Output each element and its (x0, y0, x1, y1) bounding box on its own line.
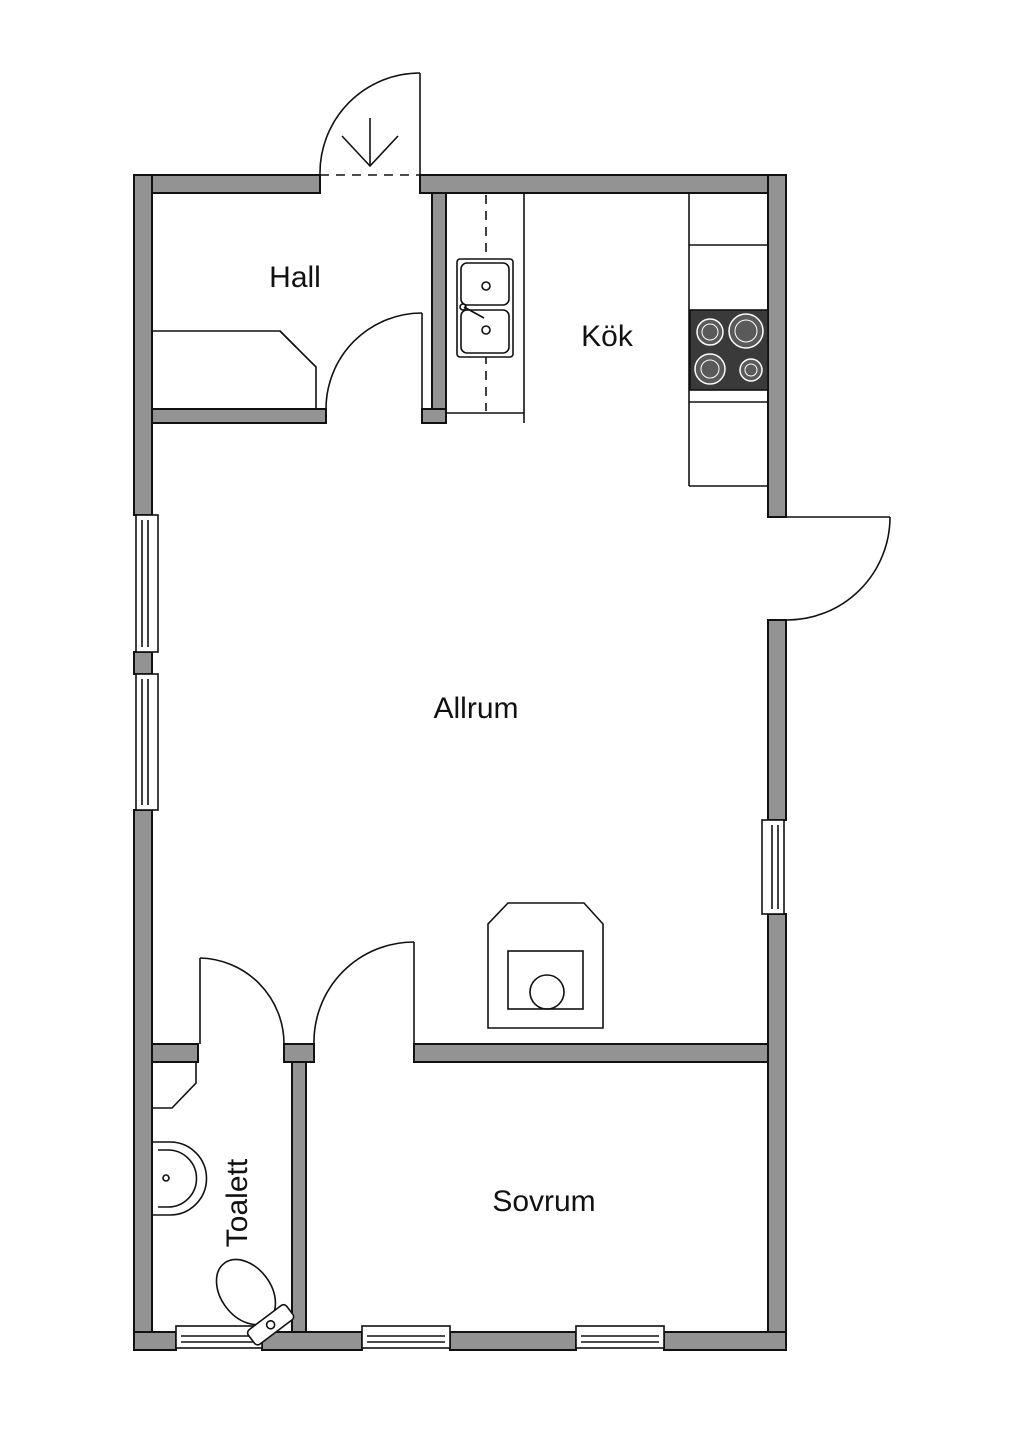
walls (133, 174, 787, 1351)
hall-door (325, 312, 423, 410)
window-left-upper (135, 514, 159, 653)
wall-right-1 (767, 174, 787, 518)
room-label-toalett: Toalett (221, 1158, 254, 1247)
wall-hall-kitchen (431, 192, 447, 424)
wall-toilet-bedroom (291, 1061, 307, 1333)
windows (135, 514, 785, 1349)
wall-stub-left (151, 1043, 199, 1063)
kitchen-counter-left (446, 193, 525, 423)
room-label-kok: Kök (581, 320, 634, 353)
wall-left-2 (133, 651, 153, 675)
wall-bottom-1 (133, 1331, 177, 1351)
window-right (761, 819, 785, 915)
wall-bottom-2 (261, 1331, 363, 1351)
wall-stub-mid (283, 1043, 315, 1063)
window-left-lower (135, 673, 159, 811)
toilet-corner-shelf (152, 1062, 197, 1109)
toilet-door (199, 957, 285, 1045)
wall-top-right (419, 174, 787, 194)
window-bottom-bedroom-2 (575, 1325, 665, 1349)
wall-right-2 (767, 619, 787, 821)
wall-bottom-3 (449, 1331, 577, 1351)
wall-top-left (133, 174, 321, 194)
room-label-allrum: Allrum (433, 692, 518, 725)
wall-bottom-4 (663, 1331, 787, 1351)
kitchen-counter-right (688, 193, 769, 487)
wall-hall-kitchen-foot (421, 408, 447, 424)
wall-left-3 (133, 809, 153, 1351)
fireplace-icon (487, 902, 604, 1029)
wall-right-3 (767, 913, 787, 1351)
entry-arrow-icon (341, 118, 399, 168)
wall-hall-bottom (151, 408, 327, 424)
window-bottom-bedroom-1 (361, 1325, 451, 1349)
washbasin-icon (152, 1141, 208, 1216)
room-label-sovrum: Sovrum (492, 1185, 595, 1218)
room-label-hall: Hall (269, 261, 321, 294)
sink-icon (456, 258, 514, 358)
entry-door (319, 72, 421, 176)
bedroom-door (313, 941, 415, 1045)
hall-bench (152, 330, 317, 409)
toilet-icon (215, 1258, 295, 1346)
stove-icon (689, 309, 769, 391)
wall-left-1 (133, 174, 153, 516)
wall-bedroom-top (413, 1043, 769, 1063)
side-door (785, 516, 891, 621)
doors (199, 72, 891, 1045)
